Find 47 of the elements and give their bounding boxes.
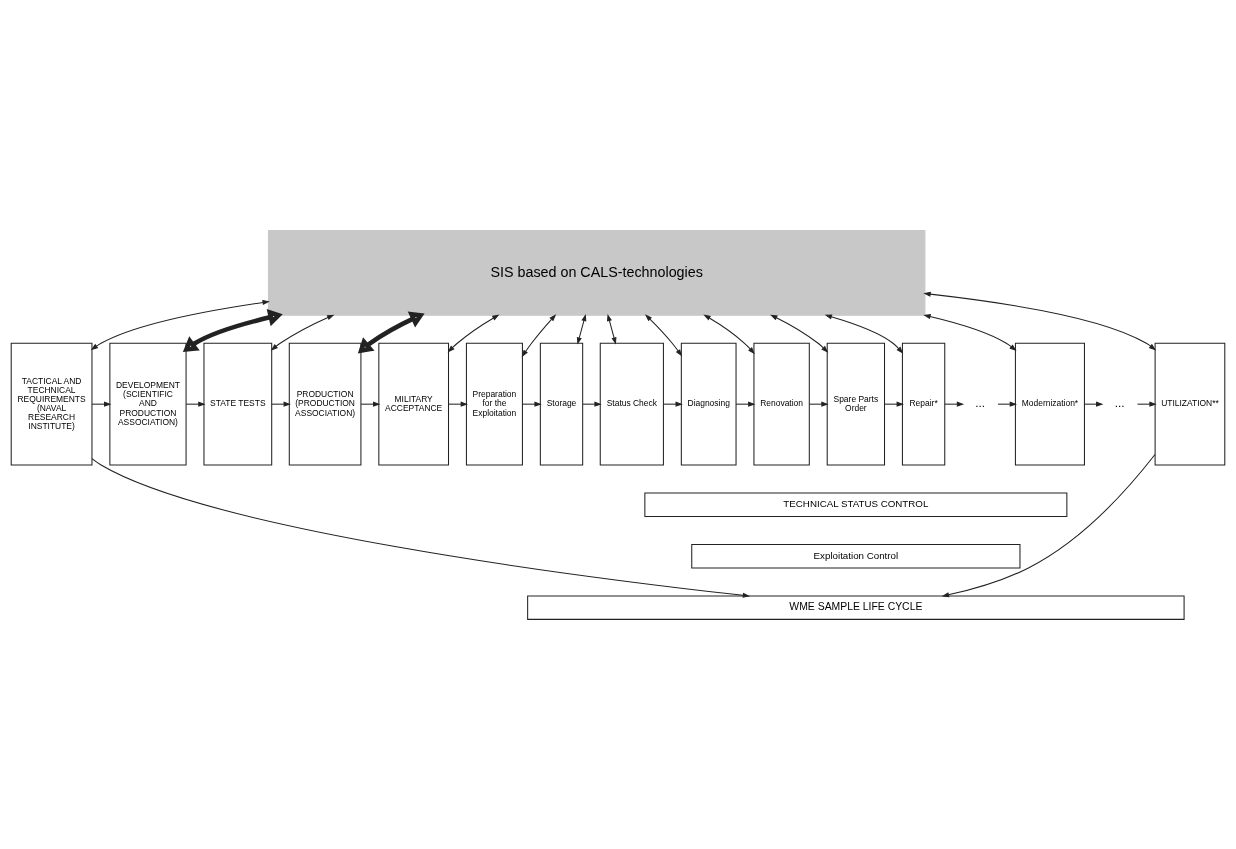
node-box: Status Check	[599, 342, 664, 466]
arrow	[91, 401, 112, 407]
arrow	[360, 401, 381, 407]
node-box: Preparation for the Exploitation	[465, 342, 523, 466]
node-box: Modernization*	[1014, 342, 1085, 466]
node-text: ...	[975, 395, 986, 409]
node-text: ...	[1114, 395, 1125, 409]
node-box: TACTICAL AND TECHNICAL REQUIREMENTS (NAVAL RESEARCH INSTITUTE)	[10, 342, 93, 466]
arrow	[770, 314, 829, 353]
node-box: Spare Parts Order	[826, 342, 886, 466]
node-box: MILITARY ACCEPTANCE	[378, 342, 450, 466]
arrow	[521, 401, 542, 407]
node-box: Diagnosing	[680, 342, 737, 466]
arrow	[1084, 401, 1104, 407]
arrow	[447, 314, 500, 353]
arrow	[521, 313, 557, 357]
arrow	[997, 401, 1017, 407]
arrow	[1136, 401, 1157, 407]
node-box: UTILIZATION**	[1154, 342, 1226, 466]
node-box: TECHNICAL STATUS CONTROL	[644, 492, 1068, 517]
node-box: Repair*	[901, 342, 946, 466]
arrow	[644, 313, 683, 357]
node-box: SIS based on CALS-technologies	[267, 229, 926, 316]
arrow	[923, 291, 1157, 350]
arrow	[735, 401, 756, 407]
arrow	[185, 401, 206, 407]
arrow	[91, 457, 751, 598]
arrow	[448, 401, 468, 407]
node-box: Exploitation Control	[691, 543, 1021, 568]
arrow	[270, 314, 335, 351]
node-box: Storage	[539, 342, 584, 466]
arrow	[90, 299, 270, 350]
arrow	[824, 313, 904, 354]
arrow	[582, 401, 602, 407]
node-box: Renovation	[753, 342, 810, 466]
arrow	[576, 313, 587, 345]
node-box: STATE TESTS	[203, 342, 273, 466]
arrow	[944, 401, 965, 407]
arrow	[808, 401, 829, 407]
arrow	[182, 308, 283, 352]
arrow	[607, 313, 617, 345]
node-box: PRODUCTION (PRODUCTION ASSOCIATION)	[288, 342, 362, 466]
arrow	[703, 314, 755, 354]
arrow	[357, 310, 425, 353]
arrow	[923, 313, 1017, 351]
node-box: DEVELOPMENT (SCIENTIFIC AND PRODUCTION ASSOCIATION)	[109, 342, 187, 466]
arrow	[941, 453, 1156, 597]
